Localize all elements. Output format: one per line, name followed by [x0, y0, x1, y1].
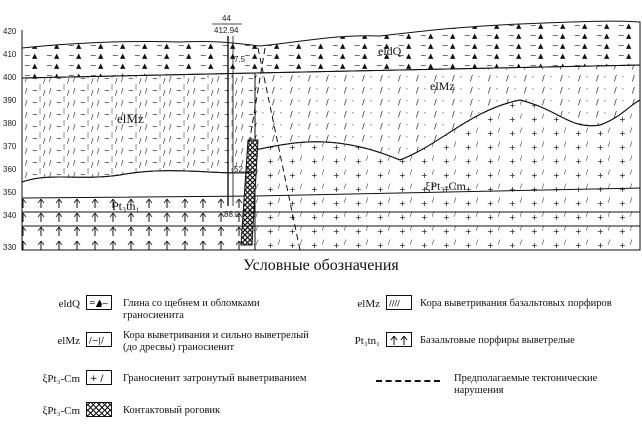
legend-code: ξPt₃-Cm [42, 373, 80, 385]
tick-label: 350 [3, 188, 17, 197]
layer-eldq [21, 20, 641, 79]
tick-label: 380 [3, 119, 17, 128]
svg-text:+ /: + / [90, 374, 104, 384]
contact-hornfels [240, 139, 259, 246]
legend-text: Граносиенит затронутый выветриванием [123, 373, 307, 384]
tick-label: 370 [3, 142, 17, 151]
legend-text: Предполагаемые тектонические нарушения [454, 373, 598, 396]
legend-swatch-elmz: /~|/ [86, 332, 112, 347]
tick-label: 360 [3, 165, 17, 174]
tick-label: 390 [3, 96, 17, 105]
legend-text: Кора выветривания и сильно выветрелый (д… [123, 330, 309, 353]
legend-swatch-fault [376, 380, 440, 382]
legend-text: Контактовый роговик [123, 405, 221, 416]
tick-label: 330 [3, 243, 17, 252]
label-elmz-right: elMz [430, 79, 455, 93]
legend-text: Глина со щебнем и обломками граносиенита [123, 298, 260, 321]
legend-text: Базальтовые порфиры выветрелые [420, 335, 575, 346]
geological-cross-section: ~ ▲ / ~ | / / , + / 42 [3, 14, 641, 252]
depth-label: 88.0 [224, 210, 240, 219]
depth-label: 7.5 [234, 55, 246, 64]
borehole: 44 412.94 7.5 52.7 88.0 [212, 14, 250, 219]
legend-swatch-granosyenite: + / [86, 370, 112, 385]
borehole-elevation: 412.94 [214, 26, 239, 35]
legend-swatch-eldq: ~▲~ [86, 295, 112, 310]
legend-swatch-hornfels [86, 402, 112, 417]
legend-code: elMz [357, 298, 380, 310]
layer-boundaries [21, 170, 641, 227]
elevation-axis: 420 410 400 390 380 370 360 350 340 330 [3, 27, 17, 252]
label-pt: Pt₃tn₁ [112, 199, 140, 213]
label-granosyenite: ξPt₃-Cm [425, 179, 467, 193]
tick-label: 420 [3, 27, 17, 36]
label-elmz-left: elMz [117, 111, 144, 126]
svg-text:////: //// [389, 299, 400, 308]
tick-label: 340 [3, 211, 17, 220]
legend-swatch-pt [386, 332, 412, 347]
legend-code: ξPt₃-Cm [42, 405, 80, 417]
tick-label: 410 [3, 50, 17, 59]
legend-code: eldQ [58, 298, 80, 310]
svg-text:~▲~: ~▲~ [89, 299, 109, 308]
legend-code: elMz [57, 335, 80, 347]
layer-elmz-left [21, 72, 256, 183]
svg-text:/~|/: /~|/ [89, 336, 104, 345]
layer-elmz-right [254, 64, 641, 161]
legend-code: Pt₃tn₁ [354, 335, 380, 347]
tectonic-faults [247, 47, 301, 251]
tick-label: 400 [3, 73, 17, 82]
legend-text: Кора выветривания базальтовых порфиров [420, 298, 612, 309]
label-eldq: eldQ [378, 44, 402, 58]
borehole-number: 44 [222, 14, 231, 23]
legend-swatch-elmz-basalt: //// [386, 295, 412, 310]
depth-label: 52.7 [234, 165, 250, 174]
legend-title: Условные обозначения [243, 257, 399, 274]
